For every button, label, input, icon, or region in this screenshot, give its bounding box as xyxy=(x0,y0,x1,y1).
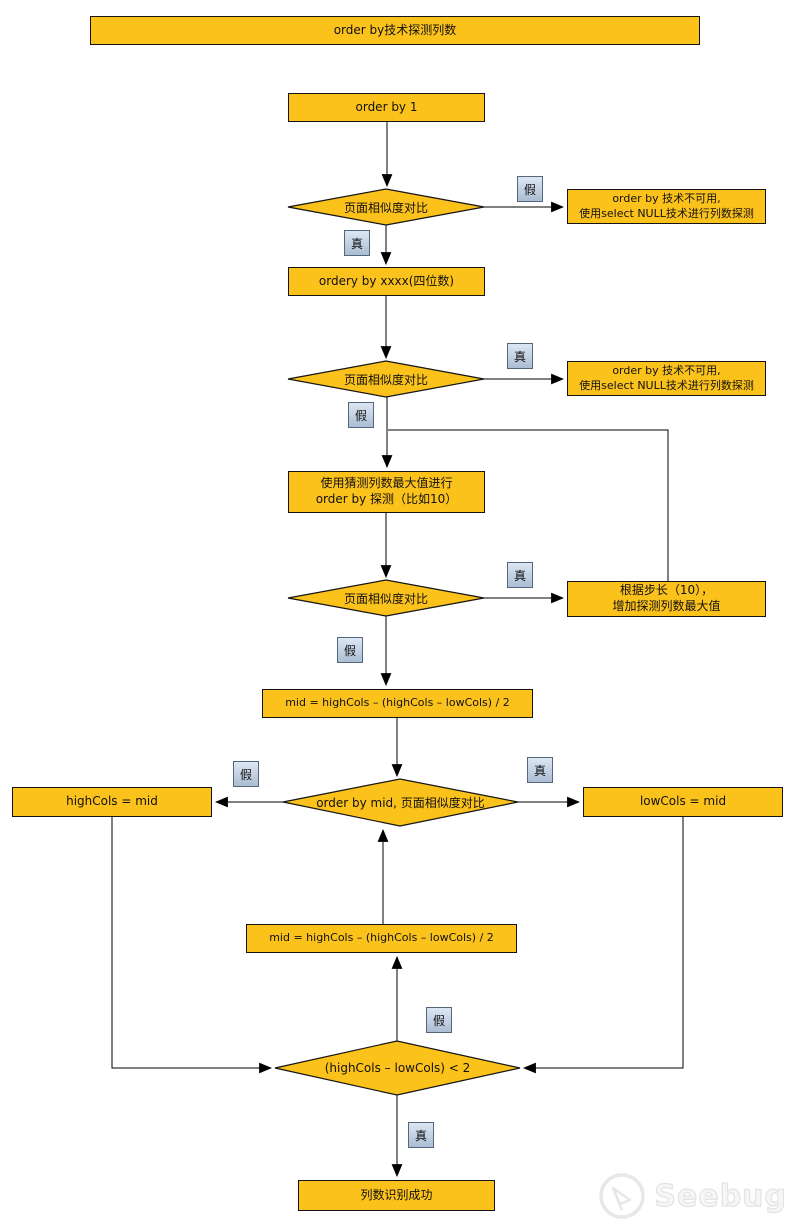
increase-step-line1: 根据步长（10）， xyxy=(619,583,714,598)
similarity-diamond-3 xyxy=(287,579,485,617)
true-label-2: 真 xyxy=(507,343,533,369)
false-label-5: 假 xyxy=(426,1007,452,1033)
guess-max-line1: 使用猜测列数最大值进行 xyxy=(320,476,453,491)
seebug-watermark: Seebug xyxy=(596,1170,787,1222)
seebug-logo-icon xyxy=(599,1173,646,1219)
true-label-4: 真 xyxy=(527,757,553,783)
fallback1-line2: 使用select NULL技术进行列数探测 xyxy=(579,206,754,220)
title-node: order by技术探测列数 xyxy=(90,16,700,45)
start-node: order by 1 xyxy=(288,93,485,122)
true-label-1: 真 xyxy=(344,230,370,256)
false-label-3: 假 xyxy=(337,637,363,663)
success-text: 列数识别成功 xyxy=(360,1187,433,1202)
fallback-node-2: order by 技术不可用, 使用select NULL技术进行列数探测 xyxy=(567,361,766,396)
title-text: order by技术探测列数 xyxy=(333,22,457,37)
start-text: order by 1 xyxy=(355,99,418,114)
mid-formula2-text: mid = highCols – (highCols – lowCols) / … xyxy=(269,931,494,945)
lowcols-text: lowCols = mid xyxy=(639,794,727,809)
order-by-xxxx-text: ordery by xxxx(四位数) xyxy=(318,273,455,288)
increase-step-line2: 增加探测列数最大值 xyxy=(612,599,721,613)
edge-lowcols-to-exitcheck xyxy=(522,817,684,1074)
lowcols-node: lowCols = mid xyxy=(583,787,783,817)
similarity-diamond-1 xyxy=(287,188,485,226)
guess-max-node: 使用猜测列数最大值进行 order by 探测（比如10） xyxy=(288,471,485,513)
fallback2-line1: order by 技术不可用, xyxy=(612,364,721,378)
mid-formula-node-1: mid = highCols – (highCols – lowCols) / … xyxy=(262,689,533,718)
highcols-node: highCols = mid xyxy=(12,787,212,817)
order-by-xxxx-node: ordery by xxxx(四位数) xyxy=(288,267,485,296)
false-label-2: 假 xyxy=(348,402,374,428)
edge-highcols-to-exitcheck xyxy=(111,817,273,1074)
similarity-diamond-2 xyxy=(287,360,485,398)
seebug-text: Seebug xyxy=(654,1178,787,1214)
fallback2-line2: 使用select NULL技术进行列数探测 xyxy=(579,378,754,392)
mid-formula-node-2: mid = highCols – (highCols – lowCols) / … xyxy=(246,924,517,953)
fallback-node-1: order by 技术不可用, 使用select NULL技术进行列数探测 xyxy=(567,189,766,224)
false-label-1: 假 xyxy=(517,176,543,202)
edge-increasestep-loop-to-guess xyxy=(388,429,669,581)
success-node: 列数识别成功 xyxy=(298,1180,495,1211)
binary-check-diamond xyxy=(282,778,519,827)
true-label-3: 真 xyxy=(507,562,533,588)
increase-step-node: 根据步长（10）， 增加探测列数最大值 xyxy=(567,581,766,617)
true-label-5: 真 xyxy=(408,1122,434,1148)
exit-check-diamond xyxy=(274,1040,521,1096)
fallback1-line1: order by 技术不可用, xyxy=(612,192,721,206)
false-label-4: 假 xyxy=(233,761,259,787)
guess-max-line2: order by 探测（比如10） xyxy=(315,492,458,506)
mid-formula1-text: mid = highCols – (highCols – lowCols) / … xyxy=(285,696,510,710)
highcols-text: highCols = mid xyxy=(66,794,158,809)
